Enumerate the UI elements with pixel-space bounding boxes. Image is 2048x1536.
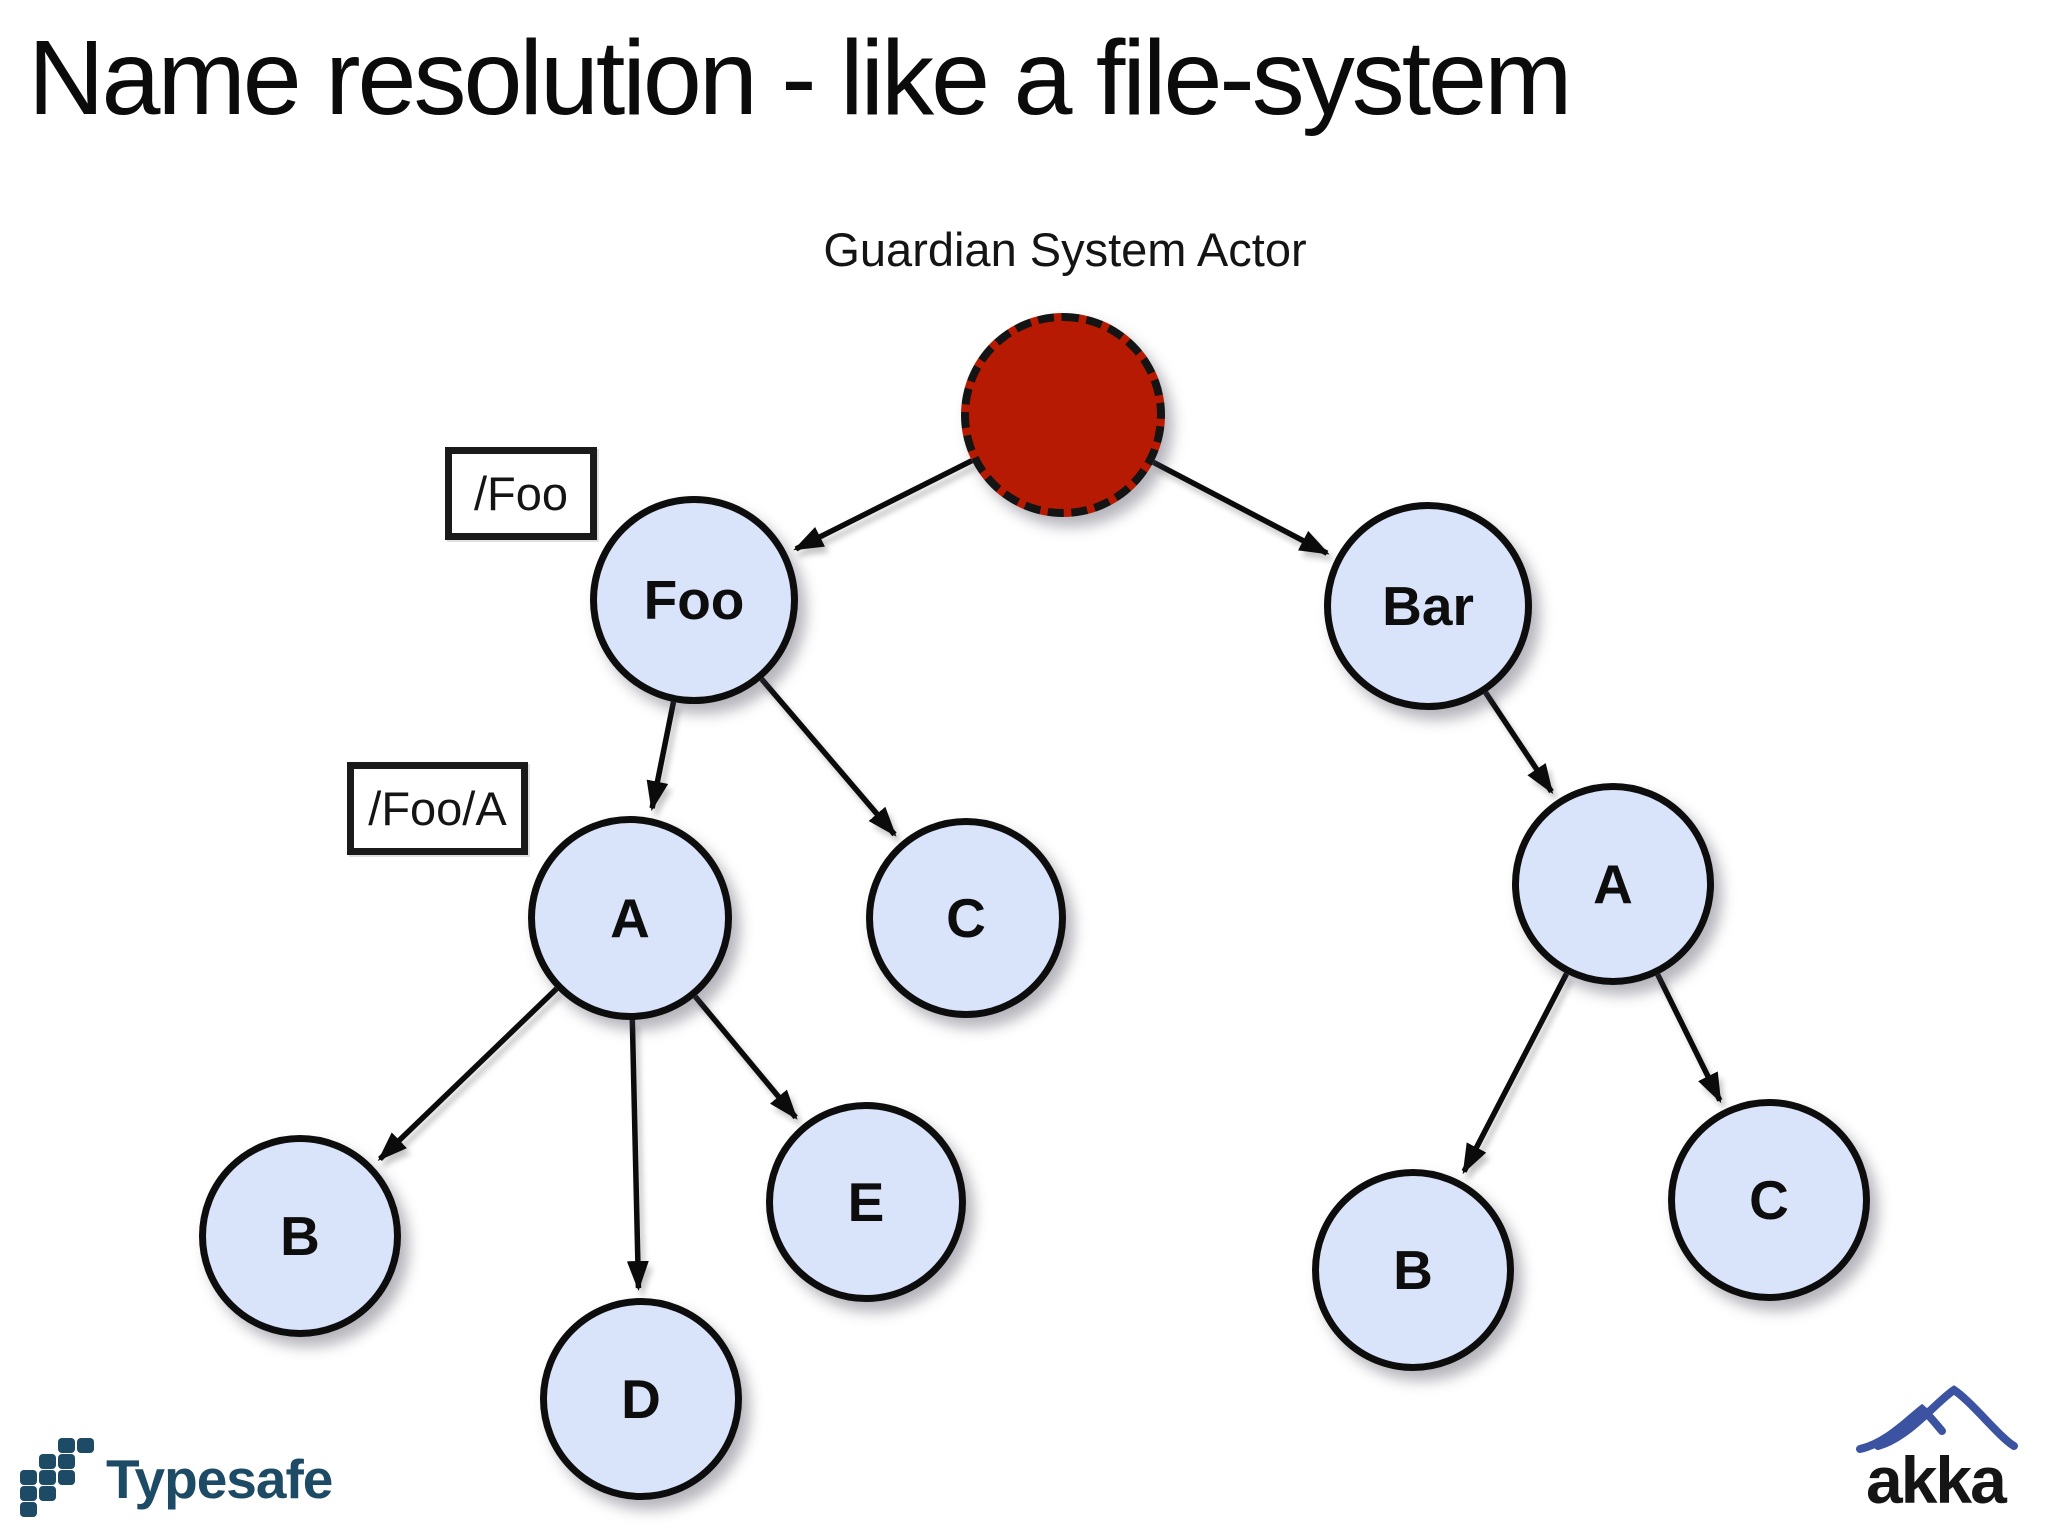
edge-a-left-to-b-left (377, 986, 559, 1162)
edge-a-left-to-d-left (626, 1019, 649, 1292)
tree-node-b-right: B (1312, 1169, 1514, 1371)
akka-mountains-icon (1856, 1385, 2018, 1453)
edge-a-right-to-b-right (1461, 972, 1569, 1175)
node-label: A (1593, 853, 1633, 915)
tree-node-c-right: C (1668, 1099, 1870, 1301)
edge-foo-to-a-left (646, 701, 677, 812)
node-label: Foo (643, 569, 745, 631)
typesafe-logo-text: Typesafe (106, 1448, 333, 1510)
node-label: B (280, 1205, 320, 1267)
edge-a-right-to-c-right (1655, 973, 1723, 1104)
edge-guardian-to-bar (1152, 459, 1330, 556)
typesafe-logo-icon (20, 1438, 94, 1517)
edge-bar-to-a-right (1483, 691, 1554, 795)
tree-node-b-left: B (199, 1135, 401, 1337)
node-label: E (847, 1171, 885, 1233)
slide-title: Name resolution - like a file-system (28, 19, 1572, 137)
akka-logo-text: akka (1866, 1443, 2007, 1517)
tree-node-d-left: D (540, 1298, 742, 1500)
node-label: C (946, 887, 986, 949)
tree-node-c-left: C (866, 818, 1066, 1018)
node-label: A (610, 887, 650, 949)
node-label: D (621, 1368, 661, 1430)
tree-node-e-left: E (766, 1102, 966, 1302)
akka-logo: akka (1846, 1376, 2026, 1517)
edge-a-left-to-e-left (693, 994, 798, 1120)
guardian-system-actor-label: Guardian System Actor (823, 223, 1307, 276)
node-label: B (1393, 1239, 1433, 1301)
path-label-foo-a: /Foo/A (347, 762, 528, 855)
node-label: C (1749, 1169, 1789, 1231)
typesafe-logo: Typesafe (20, 1438, 333, 1520)
tree-node-a-right: A (1512, 783, 1714, 985)
edge-guardian-to-foo (793, 458, 974, 552)
path-label-foo: /Foo (445, 447, 597, 540)
tree-node-a-left: A (528, 816, 732, 1020)
tree-node-foo: Foo (590, 496, 798, 704)
node-label: Bar (1382, 575, 1474, 637)
tree-node-bar: Bar (1324, 502, 1532, 710)
tree-node-guardian (961, 313, 1165, 517)
edge-foo-to-c-left (759, 677, 897, 837)
